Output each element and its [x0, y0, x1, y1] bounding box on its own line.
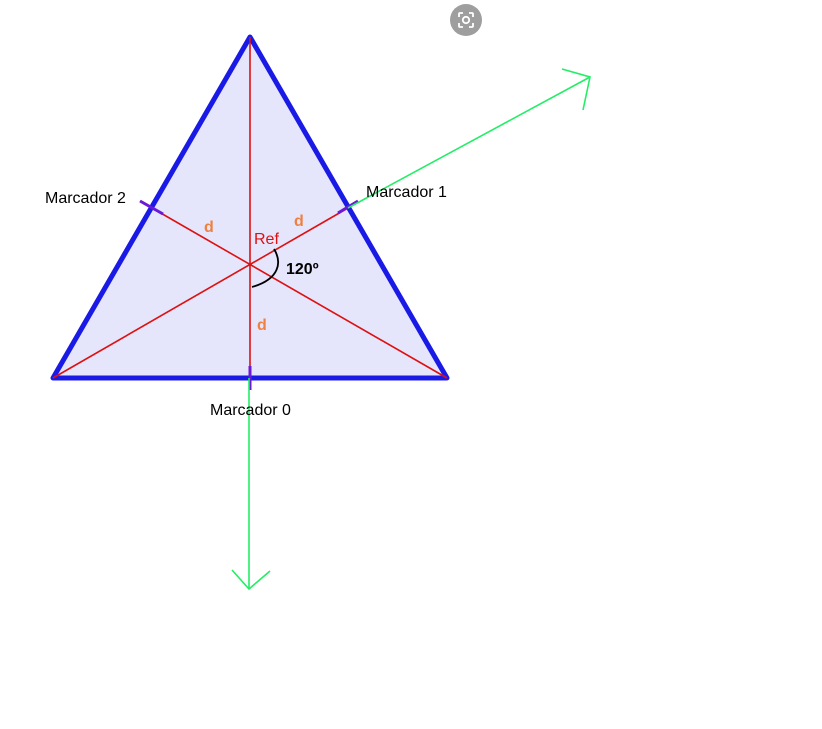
distance-label-bottom: d [257, 317, 267, 334]
arrow-down-head [231, 569, 271, 591]
angle-arc [251, 248, 279, 288]
marker-1-label: Marcador 1 [366, 184, 447, 201]
marker-0-label: Marcador 0 [210, 402, 291, 419]
median-right-to-marker2 [151, 207, 448, 379]
screenshot-lens-button[interactable] [450, 4, 482, 36]
angle-label: 120º [286, 261, 319, 278]
marker-tick-2 [139, 199, 164, 216]
marker-tick-1 [337, 199, 359, 215]
median-left-to-marker1 [52, 207, 349, 379]
arrow-diagonal-shaft [347, 76, 591, 209]
marker-2-label: Marcador 2 [45, 190, 126, 207]
arrow-diagonal-head [561, 68, 591, 111]
screenshot-lens-icon [458, 12, 474, 28]
distance-label-left: d [204, 219, 214, 236]
ref-label: Ref [254, 231, 279, 248]
distance-label-right: d [294, 213, 304, 230]
